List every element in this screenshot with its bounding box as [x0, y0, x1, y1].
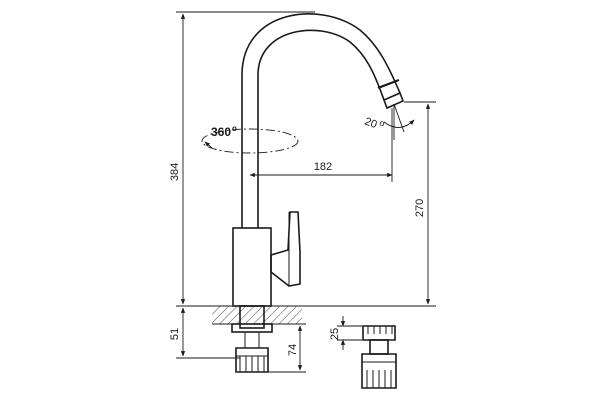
- dim-tilt-angle: 20o: [363, 103, 415, 140]
- dim-spout-height: 270: [305, 101, 436, 307]
- faucet-body: [232, 13, 405, 307]
- label-spout-height: 270: [414, 199, 426, 217]
- dim-connector-height: 25: [329, 316, 362, 350]
- label-base-depth: 51: [169, 328, 181, 340]
- valve-body: [232, 227, 272, 307]
- rotation-indicator: [201, 128, 299, 154]
- handle-lever: [270, 211, 301, 287]
- aerator-tip: [382, 91, 405, 110]
- label-shank-length: 74: [287, 344, 299, 356]
- countertop: [185, 305, 305, 325]
- label-overall-height: 384: [169, 163, 181, 181]
- dim-shank-length: 74: [268, 323, 306, 373]
- spout-inner-line: [257, 29, 385, 228]
- label-rotation: 360o: [211, 124, 237, 139]
- connector-detail: [361, 325, 397, 389]
- dim-spout-reach: 182: [249, 108, 393, 182]
- label-tilt-angle: 20o: [363, 113, 386, 134]
- label-spout-reach: 182: [314, 161, 332, 173]
- spout-outer-line: [241, 13, 401, 228]
- dim-base-depth: 51: [169, 307, 240, 359]
- spout-joint: [377, 78, 400, 90]
- dim-overall-height: 384: [169, 11, 315, 307]
- label-connector-height: 25: [329, 328, 341, 340]
